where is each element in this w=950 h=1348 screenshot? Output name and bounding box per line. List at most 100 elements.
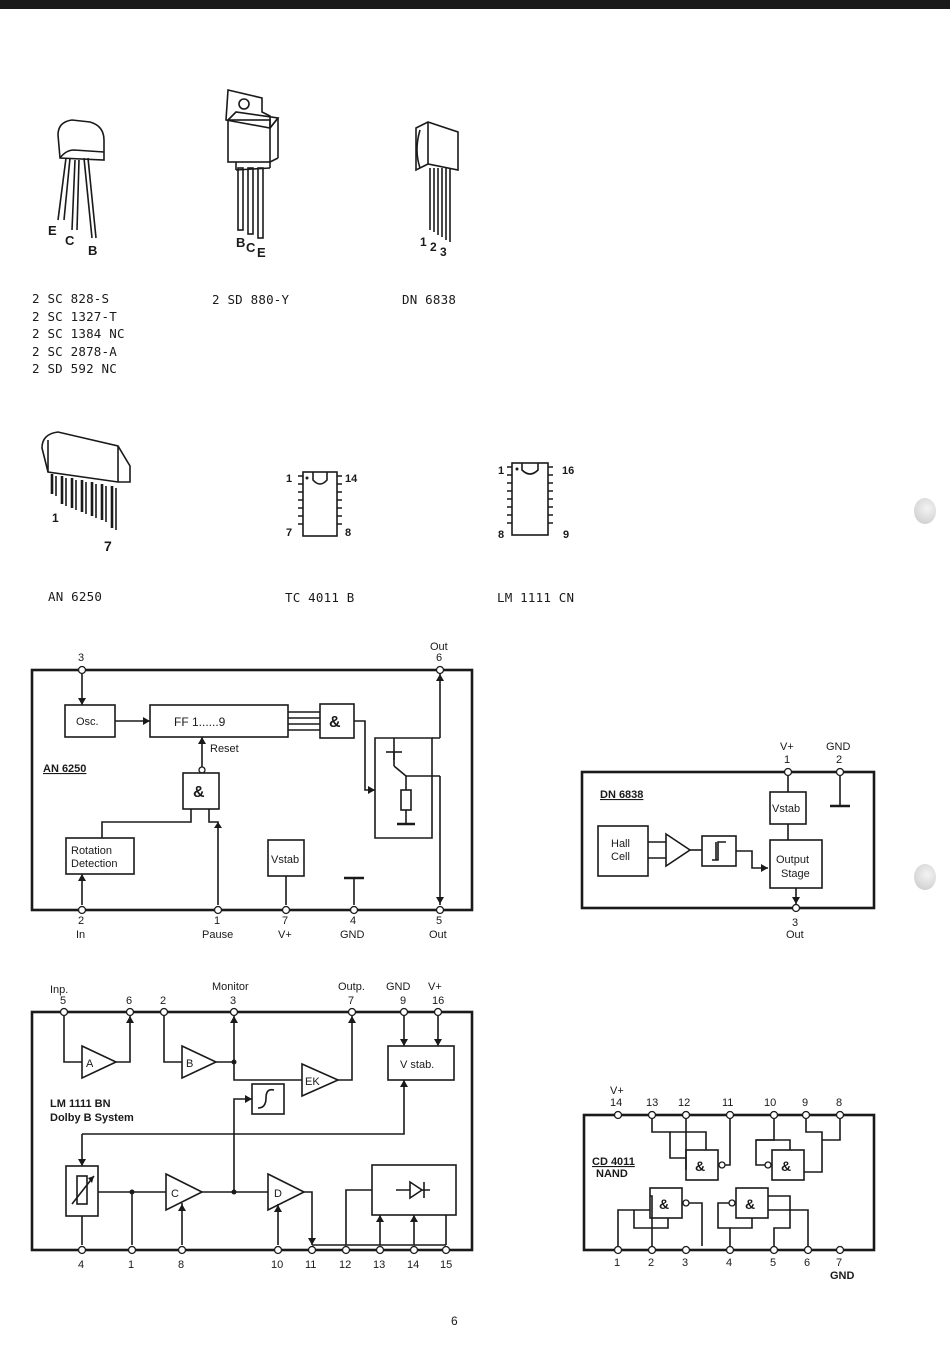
- tc4011-pkg-pin-8: 8: [345, 527, 351, 539]
- cd4011-title-2: NAND: [596, 1168, 628, 1180]
- part-number: 2 SD 592 NC: [32, 361, 117, 376]
- cd4011-block-diagram: V+ 14 13 12 11 10 9 8 & & CD: [582, 1085, 876, 1282]
- lm1111-block-diagram: Inp. Monitor Outp. GND V+ 5 6 2 3 7 9 16…: [30, 981, 474, 1271]
- lm1111-pkg-pin-1: 1: [498, 465, 504, 477]
- lm1111-inp-label: Inp.: [50, 984, 68, 996]
- an6250-diagram-title: AN 6250: [43, 763, 86, 775]
- lm1111-vplus-label: V+: [428, 981, 442, 993]
- cd4011-pin-1: 1: [614, 1257, 620, 1269]
- lm1111-top-pin-2: 2: [160, 995, 166, 1007]
- to92-pin-e: E: [48, 223, 57, 238]
- lm1111-vstab-label: V stab.: [400, 1059, 434, 1071]
- lm1111-pin-8: 8: [178, 1259, 184, 1271]
- cd4011-pin-6: 6: [804, 1257, 810, 1269]
- cd4011-top-pin-14: 14: [610, 1097, 622, 1109]
- dn6838-pin-3: 3: [792, 917, 798, 929]
- sip3-part-label: DN 6838: [402, 292, 457, 307]
- page-number: 6: [451, 1314, 458, 1328]
- sip3-package-drawing: 1 2 3: [415, 121, 459, 259]
- an6250-ff-label: FF 1......9: [174, 715, 226, 729]
- tc4011-pkg-pin-14: 14: [345, 473, 358, 485]
- top-edge-bar: [0, 0, 950, 9]
- lm1111-top-pin-7: 7: [348, 995, 354, 1007]
- an6250-pin-4: 4: [350, 915, 356, 927]
- an6250-block-diagram: 3 Osc. FF 1......9 & Reset: [30, 641, 474, 941]
- lm1111-top-pin-6: 6: [126, 995, 132, 1007]
- cd4011-gate-4: &: [745, 1196, 755, 1212]
- to220-package-drawing: B C E: [225, 89, 280, 260]
- lm1111-pkg-pin-9: 9: [563, 529, 569, 541]
- dn6838-pin-1: 1: [784, 754, 790, 766]
- to92-pin-c: C: [65, 233, 75, 248]
- lm1111-pin-12: 12: [339, 1259, 351, 1271]
- lm1111-package-drawing: 1 16 8 9: [498, 462, 574, 541]
- lm1111-top-pin-5: 5: [60, 995, 66, 1007]
- lm1111-pkg-pin-16: 16: [562, 465, 574, 477]
- cd4011-pin-3: 3: [682, 1257, 688, 1269]
- an6250-rotation-label-1: Rotation: [71, 845, 112, 857]
- cd4011-gate-2: &: [781, 1158, 791, 1174]
- an6250-pkg-pin-1: 1: [52, 511, 59, 525]
- cd4011-gate-1: &: [695, 1158, 705, 1174]
- to220-pin-c: C: [246, 240, 256, 255]
- punch-hole: [914, 498, 936, 524]
- tc4011-part-label: TC 4011 B: [285, 590, 355, 605]
- lm1111-gnd-label: GND: [386, 981, 411, 993]
- sip3-pin-3: 3: [440, 245, 447, 259]
- dn6838-pin-2: 2: [836, 754, 842, 766]
- an6250-top-pin-6: 6: [436, 652, 442, 664]
- lm1111-pin-10: 10: [271, 1259, 283, 1271]
- cd4011-top-pin-13: 13: [646, 1097, 658, 1109]
- an6250-top-out-label: Out: [430, 641, 448, 653]
- an6250-part-label: AN 6250: [48, 589, 103, 604]
- cd4011-pin-5: 5: [770, 1257, 776, 1269]
- cd4011-top-pin-10: 10: [764, 1097, 776, 1109]
- cd4011-vplus-label: V+: [610, 1085, 624, 1097]
- part-number: 2 SC 1384 NC: [32, 326, 125, 341]
- lm1111-pkg-pin-8: 8: [498, 529, 504, 541]
- punch-hole: [914, 864, 936, 890]
- lm1111-top-pin-16: 16: [432, 995, 444, 1007]
- lm1111-top-pin-3: 3: [230, 995, 236, 1007]
- cd4011-pin-4: 4: [726, 1257, 732, 1269]
- cd4011-top-pin-12: 12: [678, 1097, 690, 1109]
- lm1111-pin-13: 13: [373, 1259, 385, 1271]
- cd4011-top-pin-9: 9: [802, 1097, 808, 1109]
- cd4011-top-pin-8: 8: [836, 1097, 842, 1109]
- dn6838-hall-label-2: Cell: [611, 851, 630, 863]
- cd4011-gnd-label: GND: [830, 1270, 855, 1282]
- an6250-pkg-pin-7: 7: [104, 538, 112, 554]
- an6250-gnd-label: GND: [340, 929, 365, 941]
- cd4011-title-1: CD 4011: [592, 1156, 635, 1168]
- an6250-in-label: In: [76, 929, 85, 941]
- cd4011-gate-3: &: [659, 1196, 669, 1212]
- an6250-pin-5: 5: [436, 915, 442, 927]
- sip3-pin-1: 1: [420, 235, 427, 249]
- an6250-pause-label: Pause: [202, 929, 233, 941]
- tc4011-pkg-pin-1: 1: [286, 473, 292, 485]
- cd4011-pin-2: 2: [648, 1257, 654, 1269]
- an6250-osc-label: Osc.: [76, 716, 99, 728]
- dn6838-output-label-2: Stage: [781, 868, 810, 880]
- lm1111-monitor-label: Monitor: [212, 981, 249, 993]
- lm1111-top-pin-9: 9: [400, 995, 406, 1007]
- an6250-and-gate-2: &: [193, 784, 205, 801]
- an6250-vstab-label: Vstab: [271, 854, 299, 866]
- to92-pin-b: B: [88, 243, 97, 258]
- tc4011-pkg-pin-7: 7: [286, 527, 292, 539]
- lm1111-part-label: LM 1111 CN: [497, 590, 575, 605]
- lm1111-pin-4: 4: [78, 1259, 84, 1271]
- an6250-pin-1: 1: [214, 915, 220, 927]
- lm1111-amp-ek: EK: [305, 1076, 320, 1088]
- part-number: 2 SC 2878-A: [32, 343, 117, 359]
- dn6838-vstab-label: Vstab: [772, 803, 800, 815]
- to92-part-list: 2 SC 828-S 2 SC 1327-T 2 SC 1384 NC 2 SC…: [32, 290, 125, 378]
- dn6838-vplus-label: V+: [780, 741, 794, 753]
- dn6838-out-label: Out: [786, 929, 804, 941]
- lm1111-title-1: LM 1111 BN: [50, 1098, 111, 1110]
- an6250-vplus-label: V+: [278, 929, 292, 941]
- an6250-rotation-label-2: Detection: [71, 858, 117, 870]
- sip3-pin-2: 2: [430, 240, 437, 254]
